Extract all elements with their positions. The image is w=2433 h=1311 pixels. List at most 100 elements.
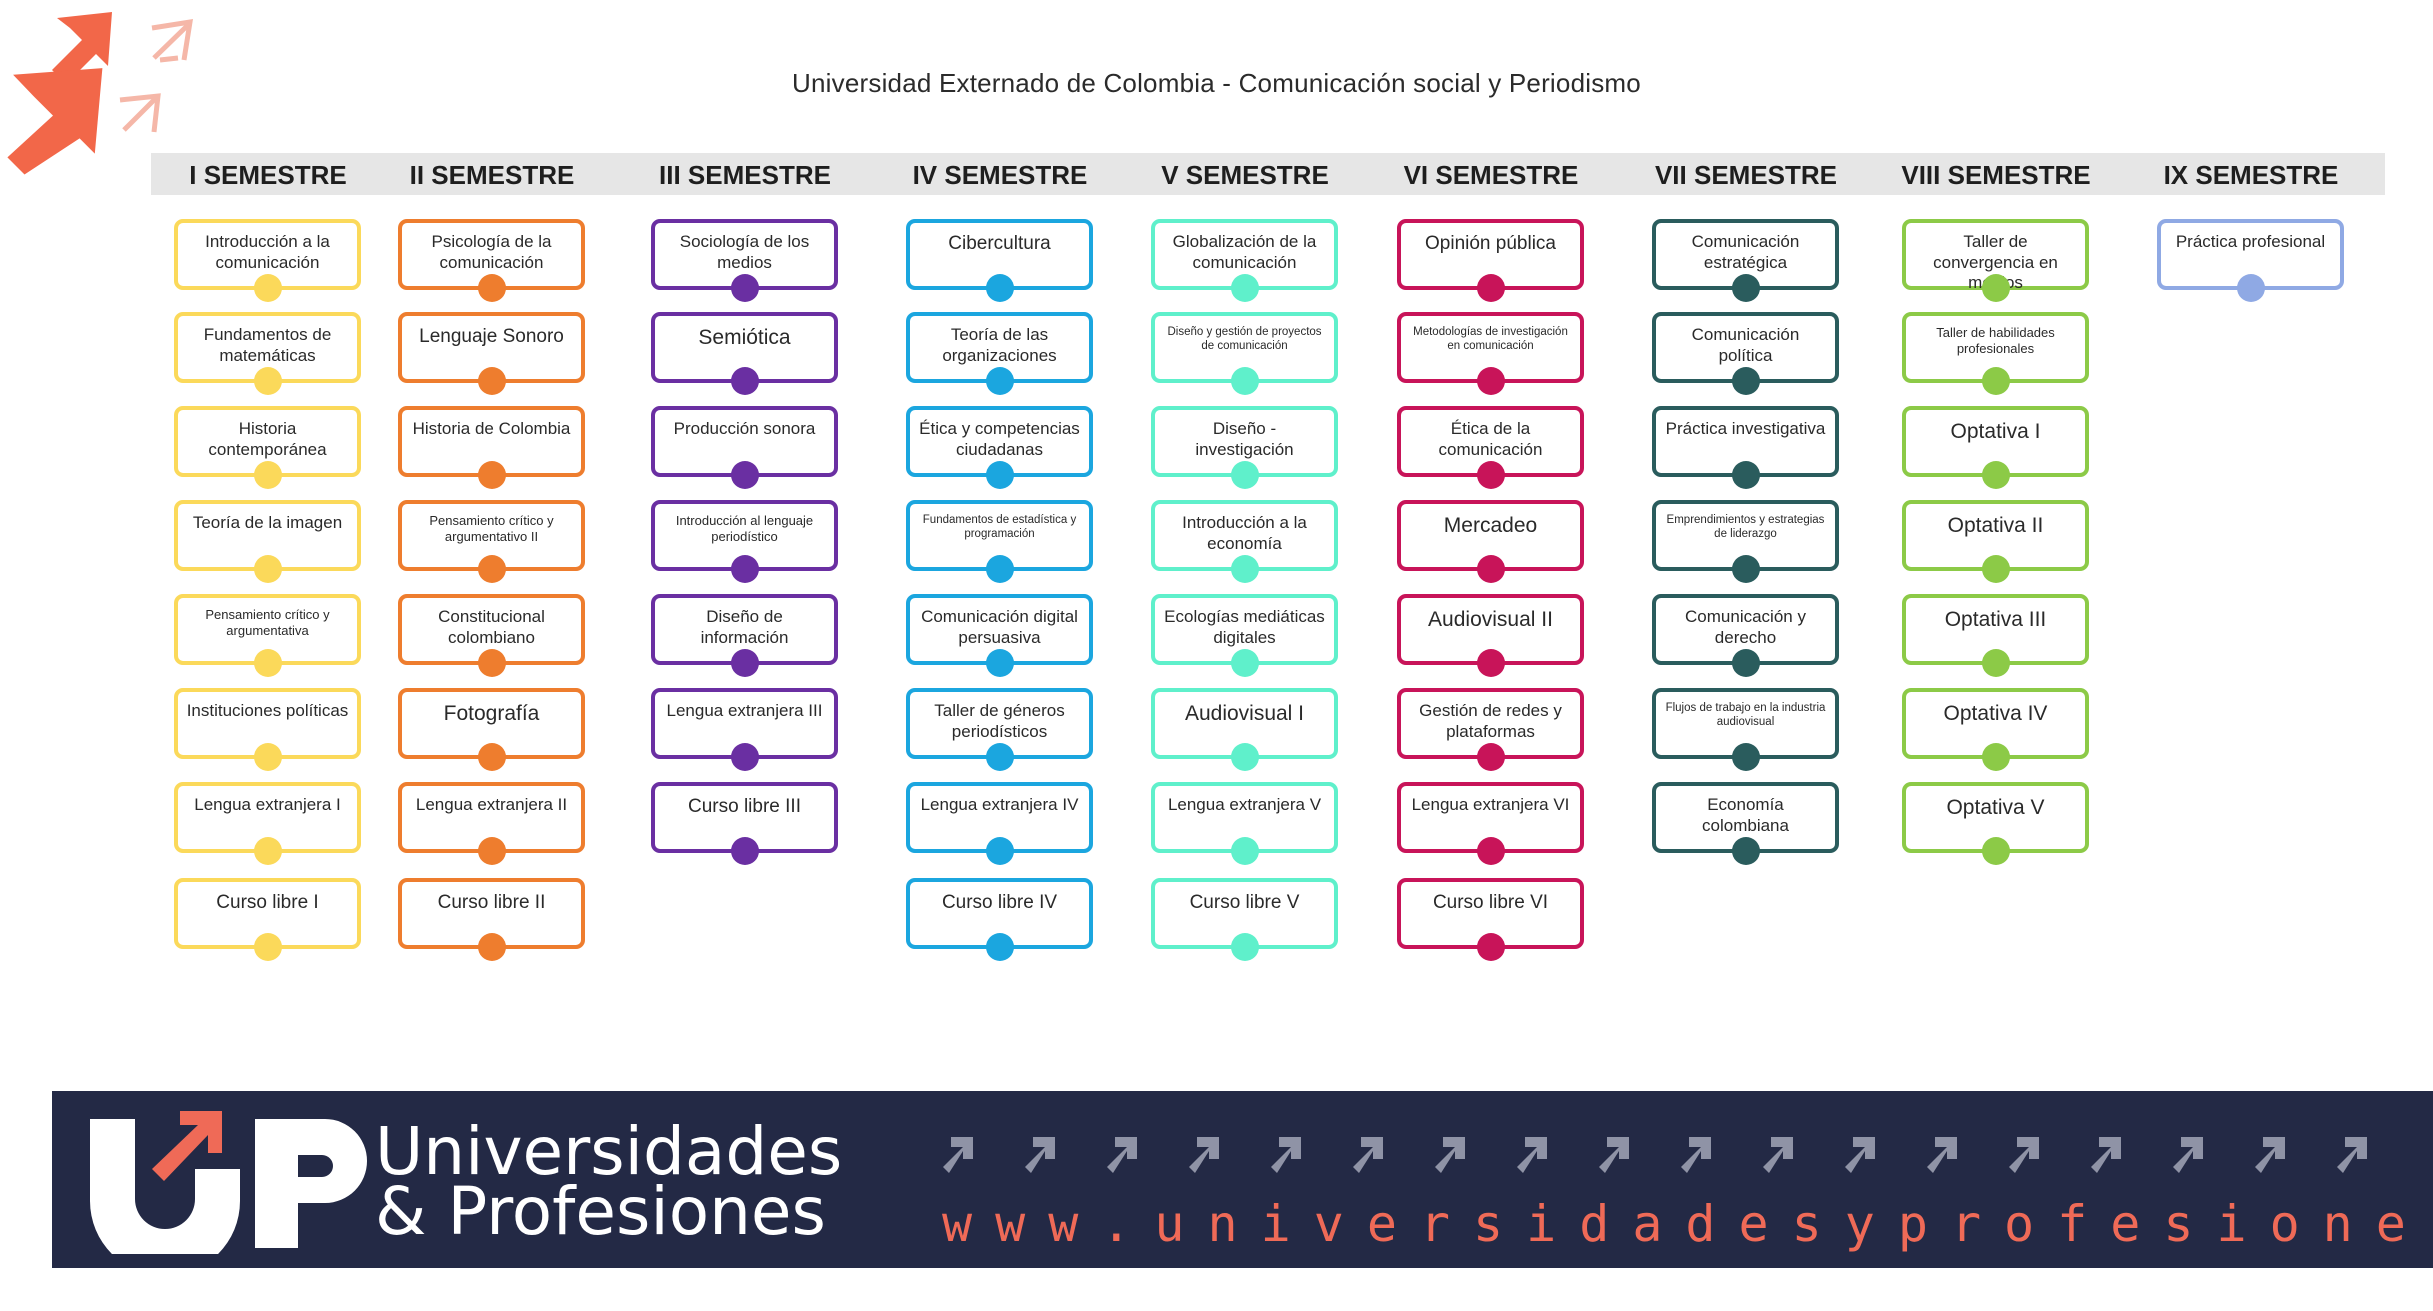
arrow-icon [1025,1137,1055,1173]
connector-dot [1230,837,1259,865]
course-card: Comunicación digital persuasiva [906,594,1093,677]
connector-dot [1476,367,1505,395]
connector-dot [1981,274,2010,302]
course-card: Curso libre IV [906,878,1093,961]
semester-label: I SEMESTRE [189,160,347,190]
course-name: Emprendimientos y estrategias de lideraz… [1666,514,1825,541]
arrow-icon [1435,1137,1465,1173]
course-card: Semiótica [651,312,838,395]
connector-dot [477,837,506,865]
course-card: Introducción a la comunicación [174,219,361,302]
connector-dot [2236,274,2265,302]
course-card: Instituciones políticas [174,688,361,771]
course-name: Introducción a la comunicación [205,232,330,272]
connector-dot [985,461,1014,489]
connector-dot [1476,837,1505,865]
semester-label: IX SEMESTRE [2163,160,2339,190]
course-card: Lengua extranjera I [174,782,361,865]
connector-dot [1230,274,1259,302]
arrow-icon [1353,1137,1383,1173]
course-card: Audiovisual I [1151,688,1338,771]
course-name: Fundamentos de estadística y programació… [922,514,1077,541]
course-card: Taller de géneros periodísticos [906,688,1093,771]
connector-dot [985,367,1014,395]
course-name: Opinión pública [1425,233,1556,254]
course-name: Práctica investigativa [1665,419,1826,438]
course-name: Historia contemporánea [208,419,327,459]
connector-dot [253,461,282,489]
course-card: Globalización de la comunicación [1151,219,1338,302]
connector-dot [1230,367,1259,395]
connector-dot [1981,367,2010,395]
semester-label: VII SEMESTRE [1654,160,1838,190]
course-card: Curso libre III [651,782,838,865]
connector-dot [253,274,282,302]
course-name: Psicología de la comunicación [431,232,552,272]
course-name: Curso libre III [688,796,801,817]
course-name: Lengua extranjera I [194,795,341,814]
course-name: Curso libre I [216,892,319,913]
course-card: Lenguaje Sonoro [398,312,585,395]
up-logo-icon [90,1111,367,1254]
connector-dot [985,649,1014,677]
course-card: Gestión de redes y plataformas [1397,688,1584,771]
course-card: Metodologías de investigación en comunic… [1397,312,1584,395]
connector-dot [477,274,506,302]
connector-dot [1981,461,2010,489]
connector-dot [1731,555,1760,583]
connector-dot [253,933,282,961]
arrow-icon [2337,1137,2367,1173]
course-card: Mercadeo [1397,500,1584,583]
course-card: Constitucional colombiano [398,594,585,677]
course-name: Globalización de la comunicación [1172,232,1317,272]
course-card: Pensamiento crítico y argumentativa [174,594,361,677]
course-name: Diseño y gestión de proyectos de comunic… [1167,326,1322,353]
brand-name-line1: Universidades [375,1113,843,1190]
course-card: Opinión pública [1397,219,1584,302]
course-name: Curso libre VI [1432,892,1549,913]
course-name: Ecologías mediáticas digitales [1164,607,1325,647]
connector-dot [1476,274,1505,302]
course-card: Introducción a la economía [1151,500,1338,583]
course-name: Lengua extranjera IV [920,795,1079,814]
course-name: Sociología de los medios [679,232,810,272]
arrow-icon [1599,1137,1629,1173]
course-name: Constitucional colombiano [438,607,545,647]
connector-dot [985,837,1014,865]
website-url: www.universidadesyprofesiones.com [942,1195,2433,1253]
connector-dot [477,555,506,583]
course-name: Comunicación y derecho [1685,607,1806,647]
course-name: Taller de habilidades profesionales [1936,325,2055,356]
course-card: Lengua extranjera III [651,688,838,771]
arrow-icon [943,1137,973,1173]
course-name: Curso libre IV [941,892,1058,913]
connector-dot [1731,837,1760,865]
course-card: Curso libre II [398,878,585,961]
connector-dot [1731,461,1760,489]
course-card: Flujos de trabajo en la industria audiov… [1652,688,1839,771]
course-card: Comunicación política [1652,312,1839,395]
course-name: Lengua extranjera V [1167,795,1322,814]
course-card: Lengua extranjera V [1151,782,1338,865]
course-name: Fundamentos de matemáticas [203,325,332,365]
connector-dot [730,837,759,865]
course-card: Fotografía [398,688,585,771]
course-card: Historia de Colombia [398,406,585,489]
course-card: Curso libre VI [1397,878,1584,961]
course-name: Comunicación política [1691,325,1800,365]
course-card: Pensamiento crítico y argumentativo II [398,500,585,583]
connector-dot [1731,367,1760,395]
arrow-icon [1517,1137,1547,1173]
connector-dot [730,367,759,395]
course-card: Diseño y gestión de proyectos de comunic… [1151,312,1338,395]
course-card: Lengua extranjera VI [1397,782,1584,865]
course-name: Lengua extranjera III [666,701,823,720]
arrow-icon [1927,1137,1957,1173]
course-name: Diseño de información [700,607,789,647]
course-card: Lengua extranjera II [398,782,585,865]
course-name: Instituciones políticas [186,701,349,720]
course-card: Cibercultura [906,219,1093,302]
course-name: Curso libre V [1189,892,1300,913]
course-name: Pensamiento crítico y argumentativa [205,607,330,638]
